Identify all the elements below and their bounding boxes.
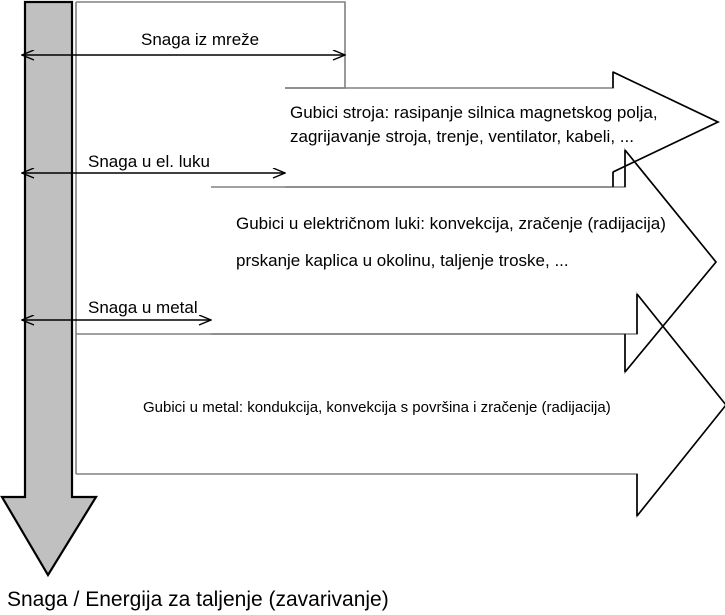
arc-losses-line-2: prskanje kaplica u okolinu, taljenje tro… (236, 251, 569, 270)
metal-losses-line-1: Gubici u metal: kondukcija, konvekcija s… (143, 399, 611, 416)
machine-losses-arrow-shape (285, 70, 720, 188)
machine-losses-line-1: Gubici stroja: rasipanje silnica magnets… (290, 103, 658, 122)
label-snaga-iz-mreze: Snaga iz mreže (141, 30, 259, 49)
label-snaga-u-metal: Snaga u metal (88, 298, 198, 317)
grid-power-box (75, 1, 346, 474)
label-snaga-u-el-luku: Snaga u el. luku (88, 152, 210, 171)
machine-losses-line-2: zagrijavanje stroja, trenje, ventilator,… (290, 127, 634, 146)
vertical-gray-energy-arrow (0, 0, 98, 578)
diagram-caption: Snaga / Energija za taljenje (zavarivanj… (7, 588, 389, 611)
metal-losses-arrow-shape (76, 291, 725, 519)
arc-losses-arrow-shape (211, 147, 718, 375)
arc-losses-line-1: Gubici u električnom luki: konvekcija, z… (236, 214, 666, 233)
